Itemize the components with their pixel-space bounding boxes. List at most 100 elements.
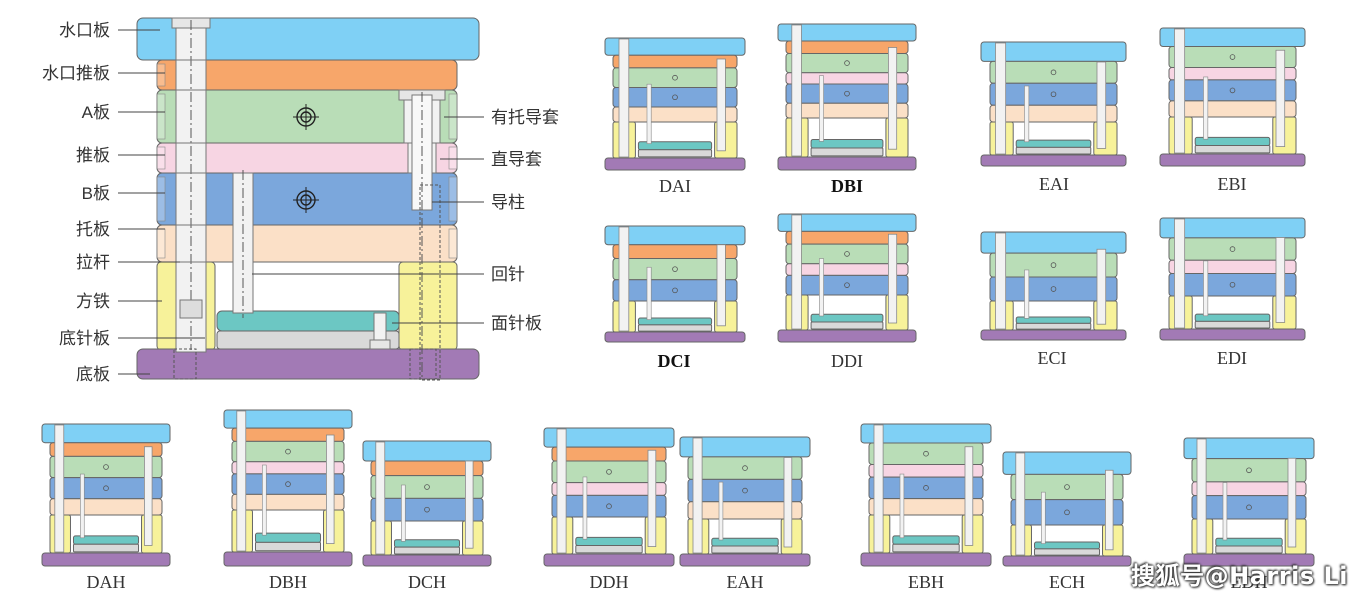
thumb-return-pin (819, 75, 824, 142)
thumb-mark-icon (1229, 281, 1236, 288)
variant-caption: EBH (908, 572, 944, 592)
thumb-return-pin (646, 266, 652, 320)
variant-edh (1183, 437, 1315, 567)
variant-caption: DDI (831, 351, 863, 371)
thumb-ejector-base (575, 544, 643, 554)
variant-ebi (1159, 27, 1306, 167)
thumb-mark-icon (103, 464, 109, 470)
thumb-ejector-base (637, 324, 713, 332)
thumb-plate (989, 104, 1118, 123)
thumb-clamp-plate (777, 156, 917, 171)
variant-ddh (543, 427, 675, 567)
variant-caption: ECI (1038, 348, 1067, 368)
thumb-tie-rod (1015, 452, 1026, 556)
thumb-return-pin (1203, 76, 1209, 140)
thumb-return-pin (1024, 269, 1030, 319)
thumb-clamp-plate (1002, 555, 1132, 567)
label-right: 导柱 (491, 193, 525, 212)
variant-dch (362, 440, 492, 567)
thumb-guide-pillar (1287, 457, 1297, 548)
thumb-ejector-base (711, 545, 779, 554)
thumb-clamp-plate (41, 552, 171, 567)
variant-caption: DCI (657, 351, 690, 371)
thumb-guide-pillar (1096, 61, 1107, 149)
variant-eci (980, 231, 1127, 341)
thumb-tie-rod (618, 38, 630, 158)
spacer-block-right (398, 261, 458, 351)
variant-caption: EAH (727, 572, 764, 592)
thumb-clamp-plate (679, 553, 811, 567)
variant-eah (679, 436, 811, 567)
thumb-mark-icon (1229, 87, 1236, 94)
thumb-mark-icon (923, 485, 929, 491)
thumb-plate (49, 498, 163, 516)
thumb-ejector-base (810, 321, 884, 330)
thumb-mark-icon (1064, 484, 1070, 490)
thumb-return-pin (646, 83, 652, 144)
thumb-mark-icon (1246, 467, 1252, 474)
ejector-screw-head (369, 339, 391, 350)
thumb-tie-rod (692, 437, 703, 554)
thumb-plate (785, 102, 909, 119)
thumb-mark-icon (742, 465, 748, 471)
variant-caption: EAI (1039, 174, 1069, 194)
thumb-tie-rod (791, 24, 802, 157)
variant-caption: EDH (1231, 572, 1268, 592)
thumb-plate (370, 497, 484, 522)
thumb-guide-pillar (888, 47, 898, 150)
thumb-ejector-base (393, 546, 461, 555)
thumb-tie-rod (873, 424, 884, 553)
thumb-plate (551, 494, 667, 518)
variant-ech (1002, 451, 1132, 567)
thumb-mark-icon (844, 251, 850, 257)
variant-dci (604, 225, 746, 343)
thumb-return-pin (262, 464, 267, 536)
thumb-tie-rod (556, 428, 567, 554)
variant-caption: DCH (408, 572, 446, 592)
thumb-mark-icon (742, 487, 748, 494)
thumb-clamp-plate (604, 331, 746, 343)
thumb-clamp-plate (1183, 553, 1315, 567)
pillar-hidden (409, 348, 437, 380)
variant-caption: DAI (659, 176, 691, 196)
thumb-plate (1191, 495, 1307, 520)
thumb-mark-icon (606, 469, 612, 475)
thumb-plate (868, 498, 984, 516)
watermark: 搜狐号@Harris Li (1131, 562, 1348, 590)
label-left: 水口板 (59, 21, 110, 40)
thumb-tie-rod (618, 226, 630, 332)
thumb-guide-pillar (1275, 237, 1286, 323)
variant-dai (604, 37, 746, 171)
thumb-clamp-plate (543, 553, 675, 567)
label-left: 底板 (76, 365, 110, 384)
thumb-mark-icon (672, 94, 678, 101)
thumb-mark-icon (285, 481, 291, 487)
thumb-plate (612, 279, 738, 302)
thumb-clamp-plate (980, 329, 1127, 341)
thumb-tie-rod (236, 410, 247, 552)
variant-caption: EDI (1217, 348, 1247, 368)
label-right: 直导套 (491, 150, 542, 169)
thumb-guide-pillar (888, 233, 898, 324)
label-left: 水口推板 (42, 64, 110, 83)
thumb-mark-icon (844, 60, 850, 66)
ejector-retainer-plate (216, 310, 400, 332)
thumb-return-pin (1203, 260, 1209, 317)
thumb-return-pin (401, 484, 406, 542)
variant-dbi (777, 23, 917, 171)
thumb-ejector-base (1194, 320, 1271, 329)
plate-edge-lug (448, 176, 458, 222)
thumb-ejector-base (1033, 548, 1101, 556)
screw-hidden (419, 184, 441, 381)
thumb-guide-pillar (783, 457, 793, 548)
plate-edge-lug (448, 228, 458, 259)
thumb-tie-rod (375, 441, 386, 555)
thumb-return-pin (1222, 482, 1228, 541)
thumb-guide-pillar (143, 446, 153, 546)
variant-caption: DDH (590, 572, 629, 592)
thumb-mark-icon (672, 287, 678, 294)
thumb-mark-icon (424, 506, 430, 513)
thumb-mark-icon (923, 450, 929, 457)
thumb-tie-rod (995, 42, 1007, 155)
thumb-mark-icon (424, 484, 430, 490)
